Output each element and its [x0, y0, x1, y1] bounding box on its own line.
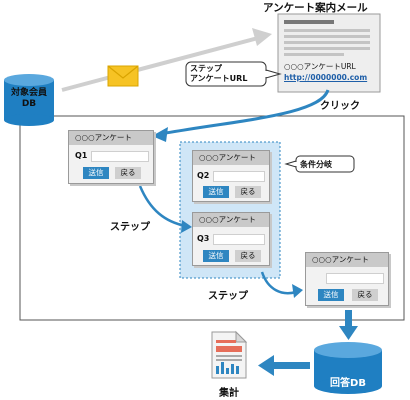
form-header: ○○○アンケート — [193, 151, 269, 165]
step-arrow-1-head — [181, 220, 192, 233]
question-label: Q1 — [75, 151, 88, 160]
to-answer-db-arrowhead — [339, 326, 358, 340]
form-header: ○○○アンケート — [69, 131, 153, 145]
back-button[interactable]: 戻る — [235, 250, 261, 262]
report-icon — [211, 330, 248, 379]
click-arrowhead — [152, 127, 168, 142]
answer-input[interactable] — [213, 234, 265, 245]
back-button[interactable]: 戻る — [235, 186, 261, 198]
to-tally-arrow — [272, 362, 310, 369]
answer-input[interactable] — [91, 151, 149, 162]
send-button[interactable]: 送信 — [318, 289, 344, 301]
branch-label: 条件分岐 — [300, 160, 332, 169]
step-arrow-2 — [260, 271, 297, 295]
send-email-arrow — [61, 36, 259, 92]
member-db-label-line2: DB — [21, 99, 37, 109]
step-arrow-1 — [138, 185, 187, 228]
step-url-callout: ステップ アンケートURL — [190, 64, 264, 84]
answer-input[interactable] — [213, 171, 265, 182]
survey-flow-panel — [19, 115, 405, 321]
email-window — [277, 13, 381, 93]
back-button[interactable]: 戻る — [352, 289, 378, 301]
survey-form-final: ○○○アンケート 送信 戻る — [305, 252, 389, 306]
question-label: Q2 — [197, 171, 210, 180]
step-label-2: ステップ — [208, 291, 248, 302]
step-url-callout-line2: アンケートURL — [190, 74, 248, 83]
envelope-icon — [107, 65, 139, 87]
step-label-1: ステップ — [110, 222, 150, 233]
member-db-icon — [4, 74, 54, 126]
survey-form-q3: ○○○アンケート Q3 送信 戻る — [192, 212, 270, 266]
back-button[interactable]: 戻る — [115, 167, 141, 179]
email-survey-url-label: ○○○アンケートURL — [284, 62, 356, 71]
answer-input[interactable] — [326, 273, 384, 284]
send-button[interactable]: 送信 — [203, 250, 229, 262]
email-title: アンケート案内メール — [263, 2, 368, 14]
send-email-arrowhead — [252, 28, 272, 46]
to-answer-db-arrow — [345, 310, 352, 328]
send-button[interactable]: 送信 — [83, 167, 109, 179]
form-header: ○○○アンケート — [193, 213, 269, 227]
survey-form-q2: ○○○アンケート Q2 送信 戻る — [192, 150, 270, 202]
click-label: クリック — [320, 101, 360, 112]
survey-form-q1: ○○○アンケート Q1 送信 戻る — [68, 130, 154, 184]
form-header: ○○○アンケート — [306, 253, 388, 267]
callout-bubble — [185, 61, 282, 87]
branch-callout — [284, 155, 355, 173]
step-arrow-2-head — [292, 284, 303, 298]
tally-label: 集計 — [219, 388, 239, 399]
question-label: Q3 — [197, 234, 210, 243]
answer-db-label: 回答DB — [330, 378, 366, 389]
member-db-label: 対象会員 DB — [4, 88, 54, 110]
click-arrow — [159, 89, 330, 136]
send-button[interactable]: 送信 — [203, 186, 229, 198]
step-url-callout-line1: ステップ — [190, 64, 222, 73]
email-url-link[interactable]: http://0000000.com — [284, 73, 368, 82]
member-db-label-line1: 対象会員 — [10, 88, 47, 98]
to-tally-arrowhead — [258, 355, 274, 376]
answer-db-icon — [314, 342, 382, 394]
